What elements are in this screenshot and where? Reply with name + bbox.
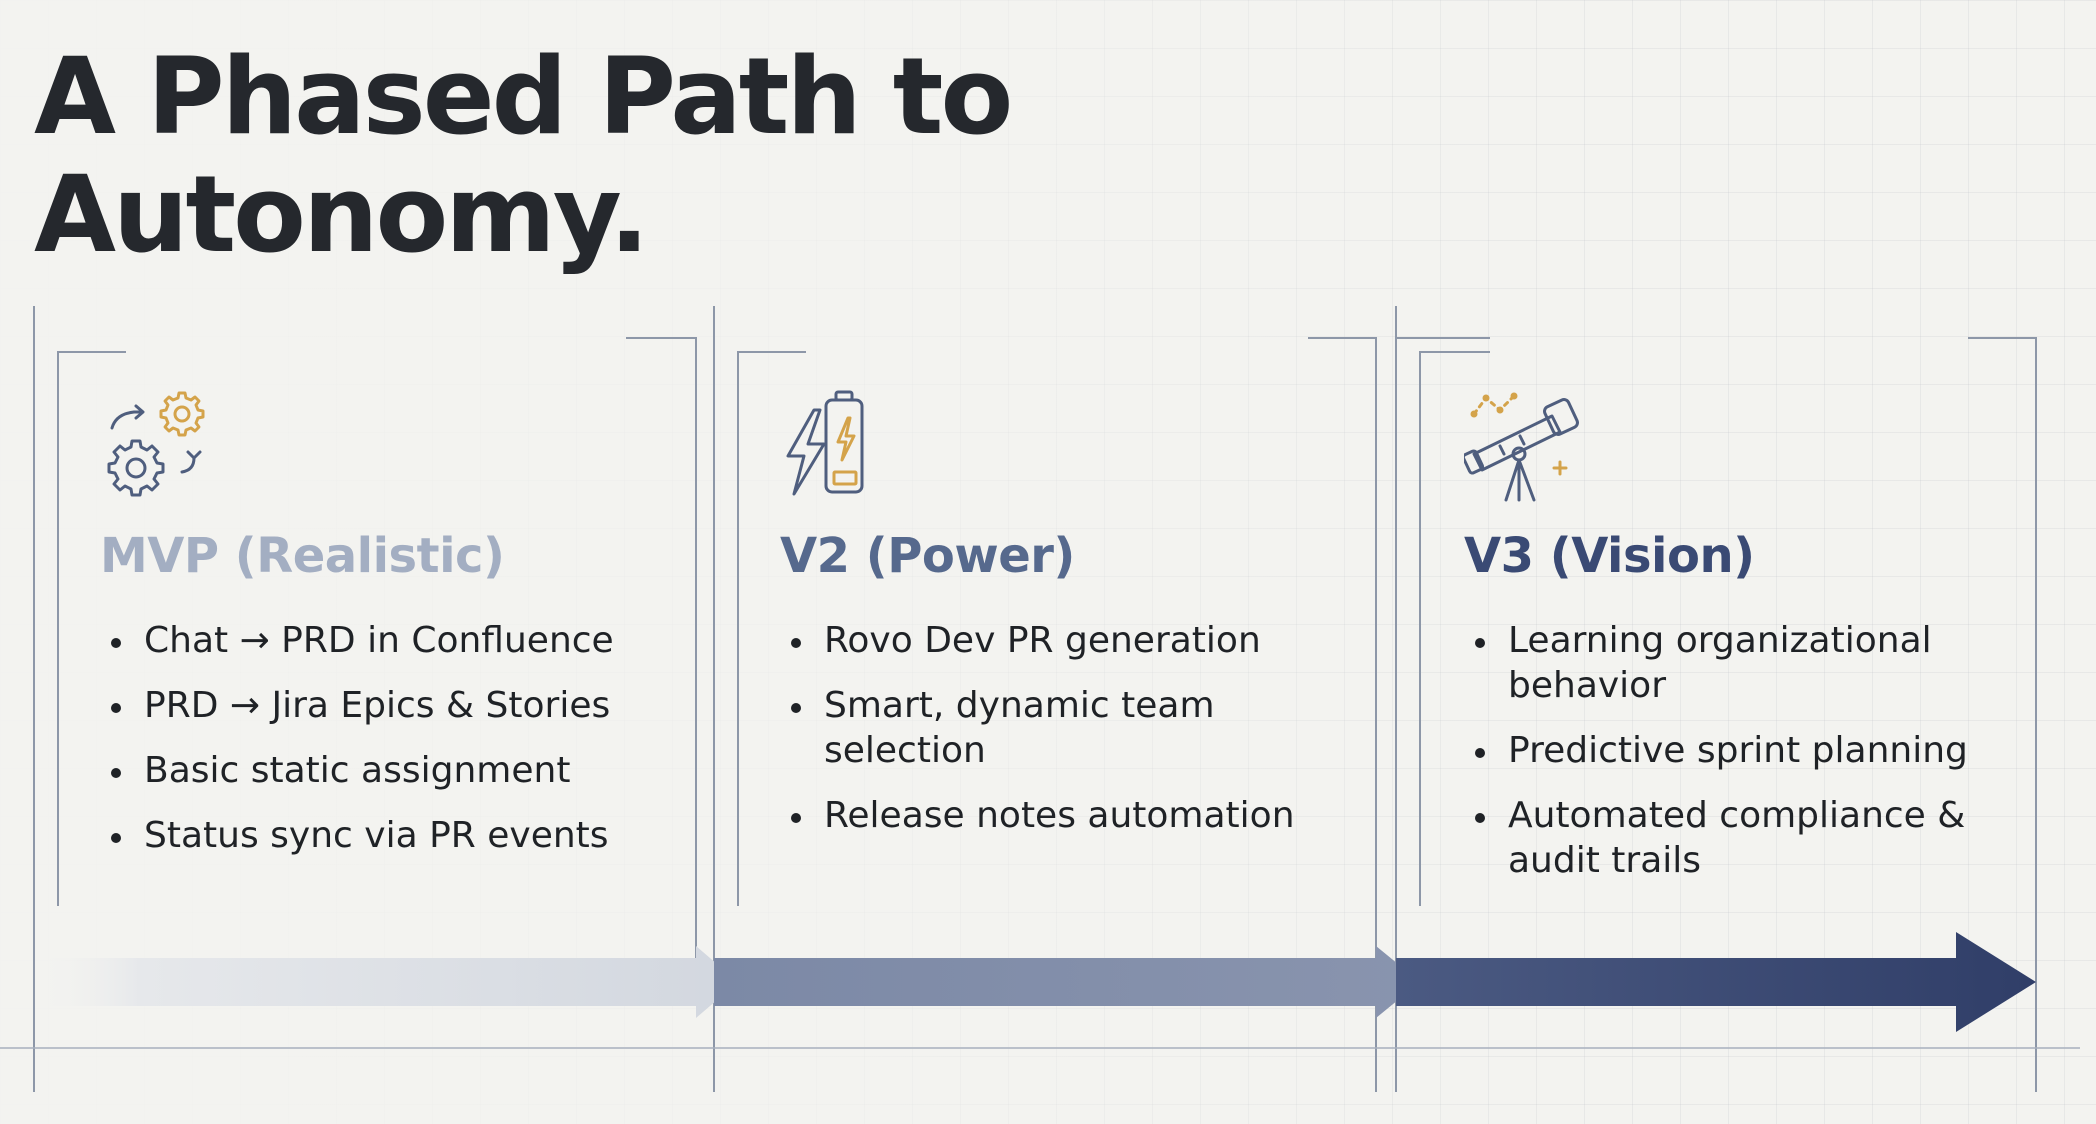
bullet-list-mvp: Chat → PRD in Confluence PRD → Jira Epic… — [110, 618, 690, 878]
arrow-segment-v3 — [1396, 932, 2036, 1032]
arrow-segment-v2 — [714, 946, 1420, 1018]
bullet-list-v2: Rovo Dev PR generation Smart, dynamic te… — [790, 618, 1330, 858]
list-item: Release notes automation — [790, 793, 1330, 838]
page-title: A Phased Path to Autonomy. — [34, 35, 1013, 276]
battery-lightning-icon — [786, 390, 864, 496]
phase-title-mvp: MVP (Realistic) — [100, 528, 505, 584]
page-title-line-2: Autonomy. — [34, 153, 649, 276]
telescope-icon — [1464, 392, 1579, 502]
list-item: Predictive sprint planning — [1474, 728, 1994, 773]
list-item: Automated compliance & audit trails — [1474, 793, 1994, 883]
page-title-line-1: A Phased Path to — [34, 35, 1013, 158]
arrow-segment-mvp — [34, 946, 738, 1018]
list-item: Smart, dynamic team selection — [790, 683, 1330, 773]
list-item: Rovo Dev PR generation — [790, 618, 1330, 663]
list-item: PRD → Jira Epics & Stories — [110, 683, 690, 728]
phase-title-v3: V3 (Vision) — [1464, 528, 1755, 584]
list-item: Status sync via PR events — [110, 813, 690, 858]
list-item: Learning organizational behavior — [1474, 618, 1994, 708]
bullet-list-v3: Learning organizational behavior Predict… — [1474, 618, 1994, 903]
list-item: Basic static assignment — [110, 748, 690, 793]
list-item: Chat → PRD in Confluence — [110, 618, 690, 663]
phase-title-v2: V2 (Power) — [780, 528, 1075, 584]
gears-icon — [107, 391, 205, 497]
